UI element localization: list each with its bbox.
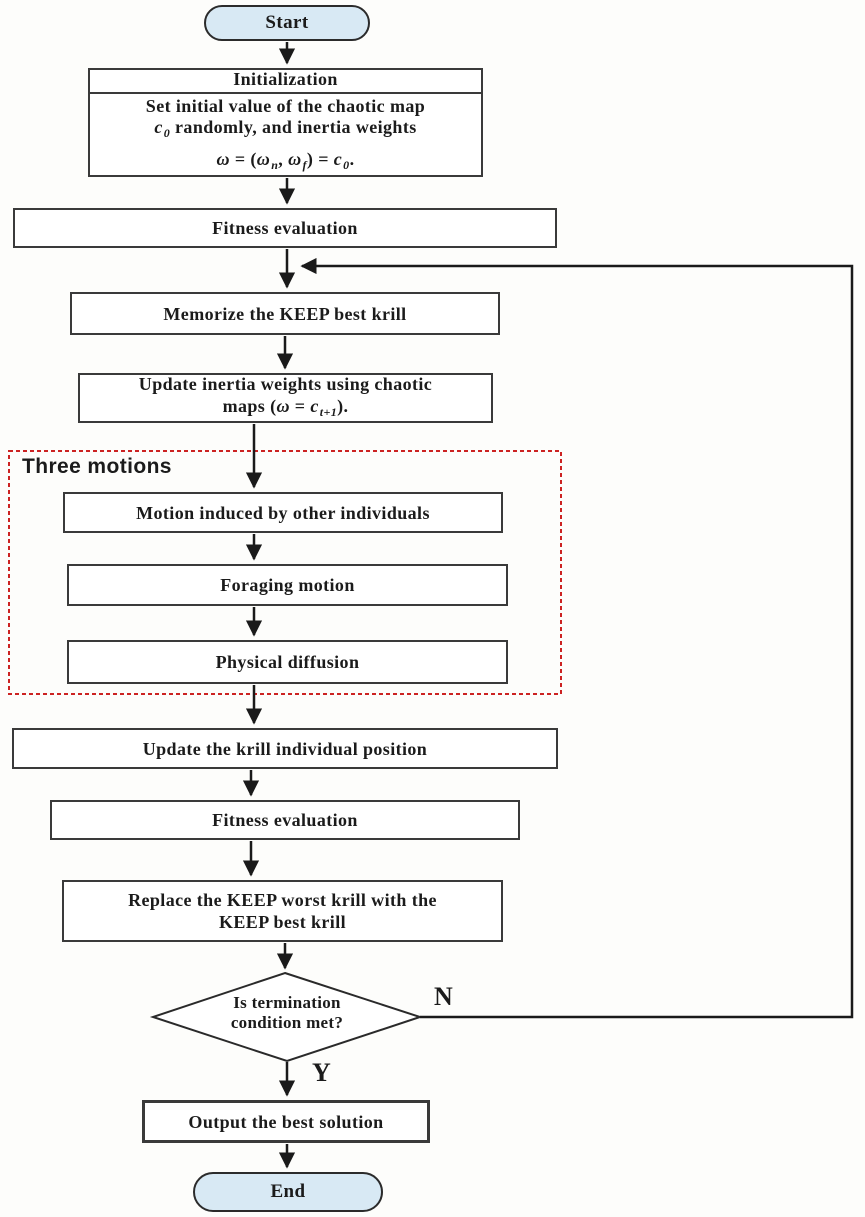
formula-period: .: [349, 149, 355, 169]
weights-c-sub: t+1: [319, 405, 338, 419]
formula-c-sub: 0: [343, 158, 350, 172]
start-label: Start: [265, 12, 309, 33]
end-terminal: End: [193, 1172, 383, 1212]
formula-comma: ,: [278, 149, 289, 169]
decision-line2: condition met?: [230, 1013, 344, 1032]
initialization-body: Set initial value of the chaotic map c0 …: [142, 94, 429, 178]
omega: ω: [216, 149, 230, 169]
update-position-box: Update the krill individual position: [12, 728, 558, 769]
replace-line2: KEEP best krill: [218, 912, 347, 932]
replace-line1: Replace the KEEP worst krill with the: [128, 890, 437, 910]
fitness-evaluation-box-1: Fitness evaluation: [13, 208, 557, 248]
init-formula: ω = (ωn, ωf) = c0.: [146, 149, 425, 176]
foraging-motion-box: Foraging motion: [67, 564, 508, 606]
weights-c: c: [310, 396, 319, 416]
termination-decision-text: Is termination condition met?: [187, 993, 387, 1033]
foraging-label: Foraging motion: [220, 575, 355, 595]
fitness1-label: Fitness evaluation: [212, 218, 358, 238]
omega-f-sub: f: [302, 158, 307, 172]
fitness2-label: Fitness evaluation: [212, 810, 358, 830]
weights-omega: ω: [276, 396, 290, 416]
formula-c: c: [333, 149, 343, 169]
formula-eq2: ) =: [306, 149, 334, 169]
three-motions-label: Three motions: [22, 455, 172, 478]
motion-induced-label: Motion induced by other individuals: [136, 502, 430, 523]
omega-n-sub: n: [271, 158, 279, 172]
init-line2-rest: randomly, and inertia weights: [170, 117, 417, 137]
c0-sub: 0: [163, 126, 171, 140]
init-line2: c0 randomly, and inertia weights: [146, 117, 425, 144]
initialization-header: Initialization: [90, 67, 481, 94]
memorize-best-krill-box: Memorize the KEEP best krill: [70, 292, 500, 335]
fitness-evaluation-box-2: Fitness evaluation: [50, 800, 520, 840]
decision-line1: Is termination: [233, 993, 341, 1012]
output-solution-box: Output the best solution: [142, 1100, 430, 1143]
replace-worst-krill-box: Replace the KEEP worst krill with the KE…: [62, 880, 503, 942]
weights-eq: =: [289, 396, 311, 416]
yes-branch-label: Y: [312, 1058, 331, 1087]
start-terminal: Start: [204, 5, 370, 41]
update-inertia-weights-box: Update inertia weights using chaotic map…: [78, 373, 493, 423]
initialization-box: Initialization Set initial value of the …: [88, 68, 483, 177]
physical-diffusion-box: Physical diffusion: [67, 640, 508, 684]
diffusion-label: Physical diffusion: [215, 652, 360, 672]
weights-open: maps (: [222, 396, 277, 416]
end-label: End: [270, 1181, 306, 1202]
omega-n: ω: [256, 149, 271, 169]
weights-close: ).: [337, 396, 349, 416]
motion-induced-box: Motion induced by other individuals: [63, 492, 503, 533]
weights-line1: Update inertia weights using chaotic: [138, 374, 433, 394]
c0-var: c: [154, 117, 163, 137]
memorize-label: Memorize the KEEP best krill: [163, 303, 407, 324]
output-label: Output the best solution: [188, 1111, 384, 1132]
omega-f: ω: [288, 149, 302, 169]
init-line1: Set initial value of the chaotic map: [145, 96, 426, 116]
update-position-label: Update the krill individual position: [142, 738, 428, 759]
formula-eq1: = (: [229, 149, 257, 169]
no-branch-label: N: [434, 982, 453, 1011]
weights-line2: maps (ω = ct+1).: [223, 395, 349, 423]
